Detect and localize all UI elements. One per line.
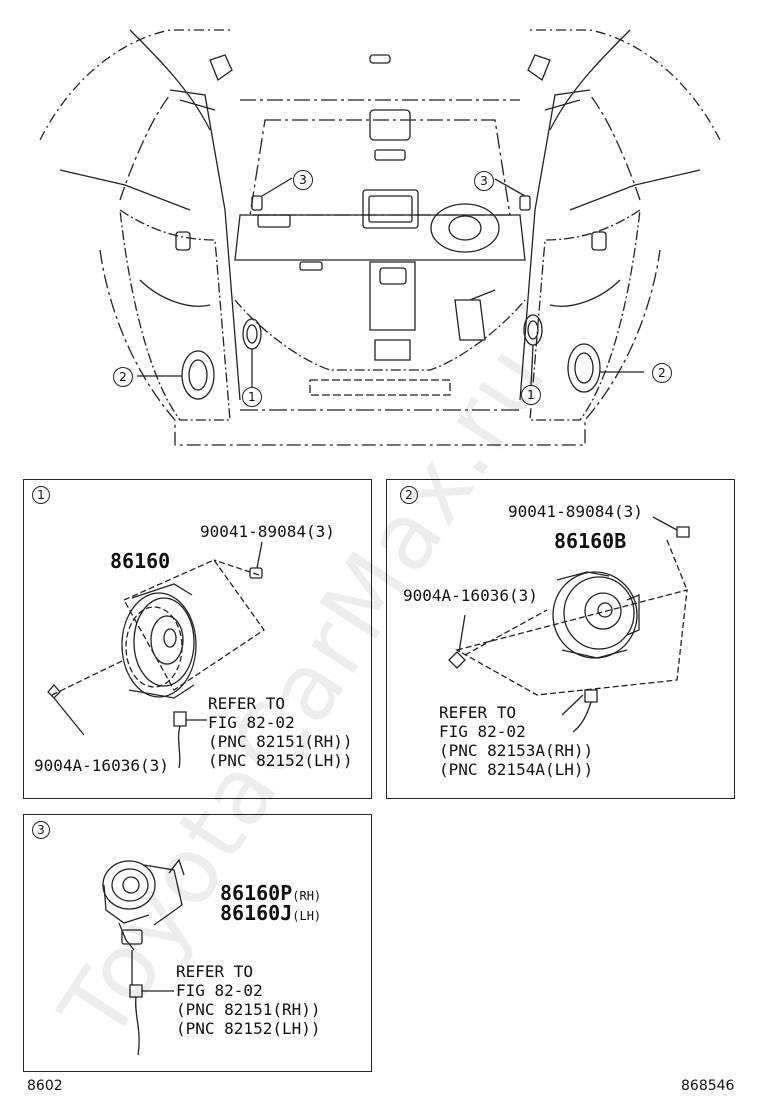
bolt-label-bottom: 9004A-16036(3) (34, 756, 169, 775)
side-label-lh: (LH) (292, 909, 322, 923)
refer-line: REFER TO (439, 703, 517, 722)
part-number-lh: 86160J(LH) (220, 901, 321, 925)
detail-panel-3: 3 86160P(RH) 86160J(LH) REFER TO FIG 82-… (23, 814, 372, 1072)
speaker-86160-drawing (47, 541, 265, 769)
detail-panel-2: 2 86160B 90041-89084(3) 9004A-16036(3) R… (386, 479, 735, 799)
refer-line: (PNC 82152(LH)) (176, 1019, 321, 1038)
refer-line: (PNC 82151(RH)) (208, 732, 353, 751)
drawing-number: 868546 (681, 1078, 735, 1094)
side-label-rh: (RH) (292, 889, 322, 903)
refer-line: FIG 82-02 (176, 981, 263, 1000)
refer-line: REFER TO (208, 694, 286, 713)
refer-line: REFER TO (176, 962, 254, 981)
part-number-86160j: 86160J (220, 901, 293, 925)
callout-2-right: 2 (652, 363, 672, 383)
callout-3-left: 3 (293, 170, 313, 190)
refer-line: FIG 82-02 (439, 722, 526, 741)
figure-number: 8602 (27, 1078, 63, 1094)
part-number-rh: 86160P(RH) (220, 881, 321, 905)
detail-panel-1: 1 86160 90041-89084(3) 9004A-16036(3) RE… (23, 479, 372, 799)
tweeter-drawing (102, 858, 185, 1056)
bolt-label-mid: 9004A-16036(3) (403, 586, 538, 605)
panel-index-3: 3 (32, 821, 50, 839)
callout-1-right: 1 (521, 385, 541, 405)
bolt-label-top: 90041-89084(3) (200, 522, 335, 541)
refer-line: (PNC 82153A(RH)) (439, 741, 594, 760)
part-number-86160: 86160 (110, 549, 171, 573)
bolt-label-top: 90041-89084(3) (508, 502, 643, 521)
callout-3-right: 3 (474, 171, 494, 191)
part-number-86160p: 86160P (220, 881, 293, 905)
vehicle-interior-overview: 3 3 2 2 1 1 (0, 0, 760, 460)
part-number-86160b: 86160B (554, 529, 627, 553)
refer-line: (PNC 82152(LH)) (208, 751, 353, 770)
callout-1-left: 1 (242, 387, 262, 407)
speaker-86160b-drawing (448, 516, 690, 733)
interior-line-art (39, 29, 721, 446)
panel-index-1: 1 (32, 486, 50, 504)
refer-line: FIG 82-02 (208, 713, 295, 732)
refer-line: (PNC 82151(RH)) (176, 1000, 321, 1019)
callout-2-left: 2 (113, 367, 133, 387)
refer-line: (PNC 82154A(LH)) (439, 760, 594, 779)
panel-index-2: 2 (400, 486, 418, 504)
